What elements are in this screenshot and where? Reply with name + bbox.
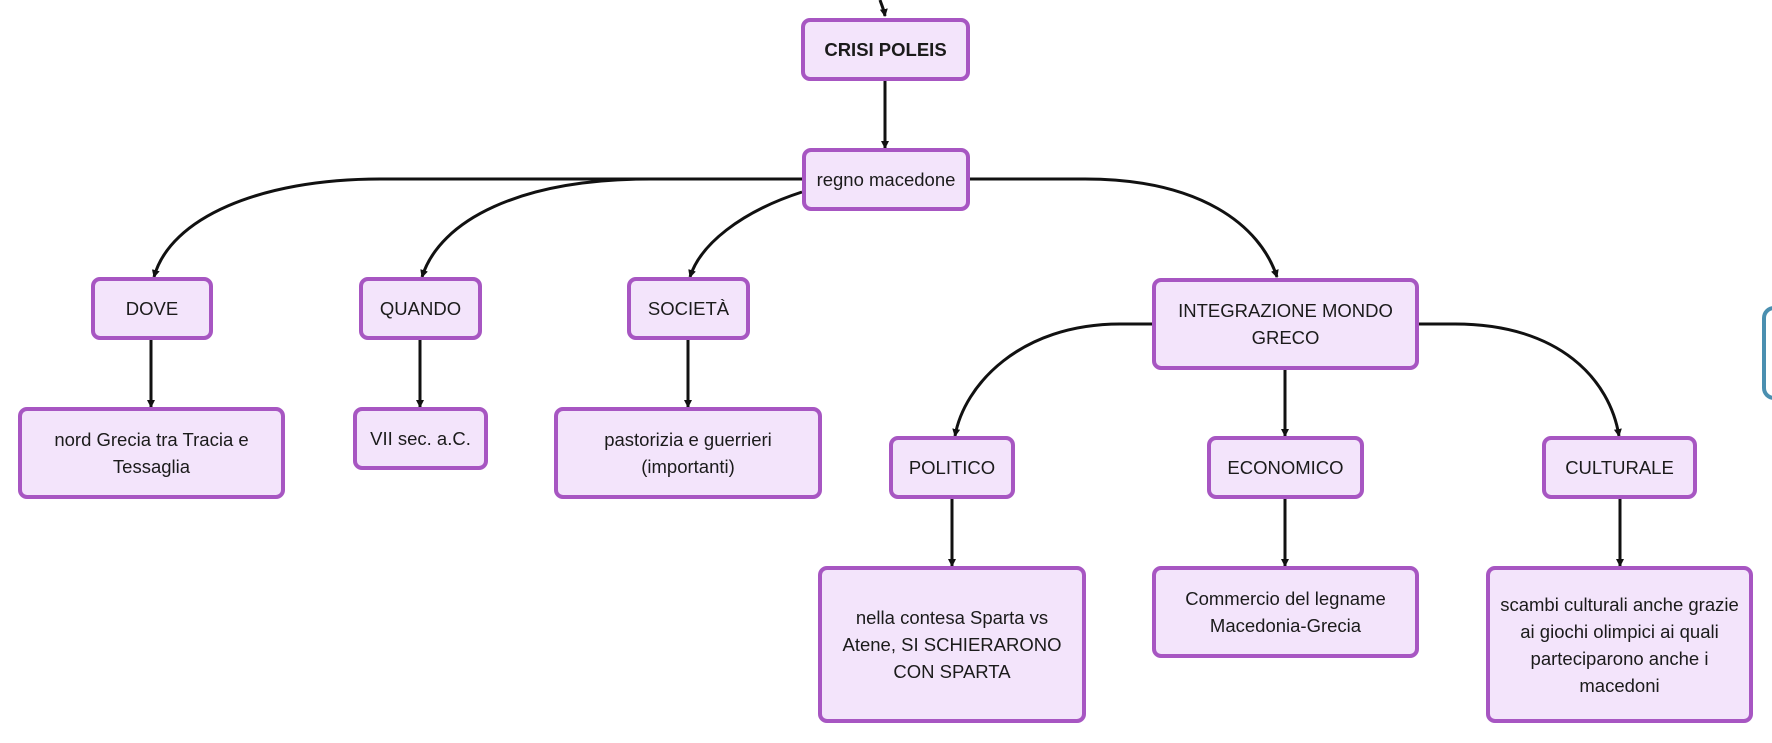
node-culturale[interactable]: CULTURALE [1542, 436, 1697, 499]
node-dove-detail[interactable]: nord Grecia tra Tracia e Tessaglia [18, 407, 285, 499]
connector-regno-to-integrazione [969, 177, 1279, 278]
node-economico-detail[interactable]: Commercio del legname Macedonia-Grecia [1152, 566, 1419, 658]
node-quando-detail[interactable]: VII sec. a.C. [353, 407, 488, 470]
node-quando[interactable]: QUANDO [359, 277, 482, 340]
node-dove[interactable]: DOVE [91, 277, 213, 340]
connector-regno-to-dove [151, 177, 802, 278]
connector-regno-to-societa [688, 190, 803, 278]
connector-integrazione-to-politico [952, 322, 1152, 437]
side-panel-tab[interactable] [1762, 306, 1772, 400]
node-regno-macedone[interactable]: regno macedone [802, 148, 970, 211]
node-societa-detail[interactable]: pastorizia e guerrieri (importanti) [554, 407, 822, 499]
node-societa[interactable]: SOCIETÀ [627, 277, 750, 340]
node-integrazione-mondo-greco[interactable]: INTEGRAZIONE MONDO GRECO [1152, 278, 1419, 370]
node-politico-detail[interactable]: nella contesa Sparta vs Atene, SI SCHIER… [818, 566, 1086, 723]
connector-regno-to-quando [420, 177, 802, 278]
node-culturale-detail[interactable]: scambi culturali anche grazie ai giochi … [1486, 566, 1753, 723]
node-economico[interactable]: ECONOMICO [1207, 436, 1364, 499]
node-politico[interactable]: POLITICO [889, 436, 1015, 499]
node-crisi-poleis[interactable]: CRISI POLEIS [801, 18, 970, 81]
connector-integrazione-to-culturale [1418, 322, 1622, 437]
connector-top-to-crisi [878, 0, 888, 17]
